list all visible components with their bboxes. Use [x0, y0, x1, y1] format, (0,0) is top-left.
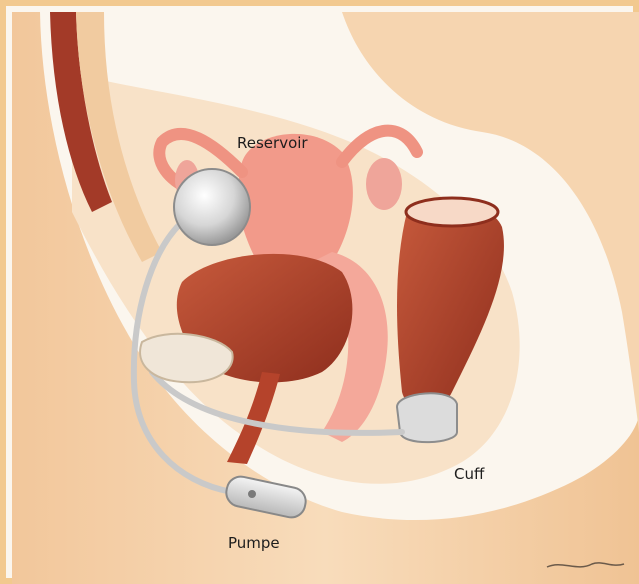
anatomical-illustration: [12, 12, 639, 584]
label-pumpe: Pumpe: [228, 534, 280, 552]
rectum-opening: [406, 198, 498, 226]
ovary-right: [366, 158, 402, 210]
pump-button: [248, 490, 256, 498]
reservoir-balloon: [174, 169, 250, 245]
label-reservoir: Reservoir: [237, 134, 308, 152]
label-cuff: Cuff: [454, 465, 484, 483]
artificial-cuff: [397, 393, 457, 442]
